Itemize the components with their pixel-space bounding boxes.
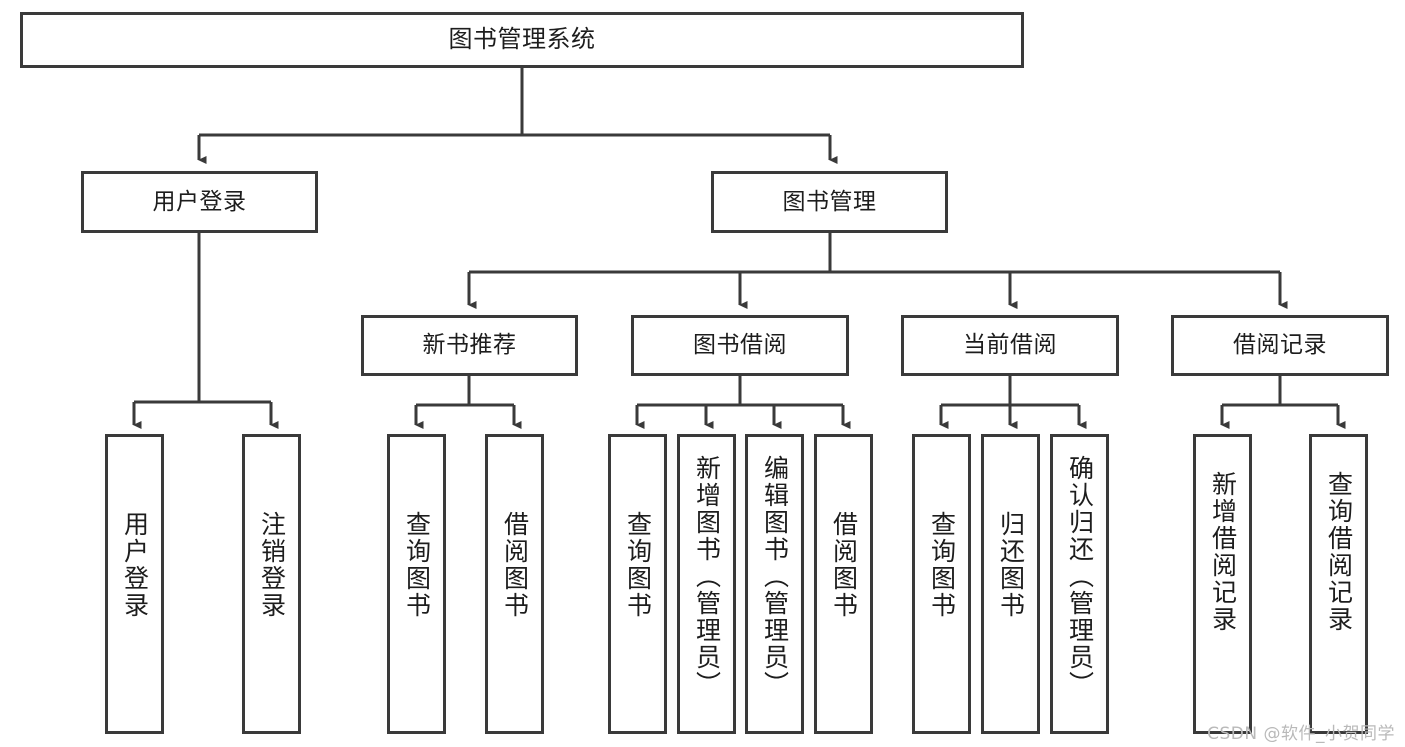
leaf-borrow-add-book-admin[interactable]: 新增图书（管理员） bbox=[677, 434, 736, 734]
leaf-records-add-record[interactable]: 新增借阅记录 bbox=[1193, 434, 1252, 734]
node-user-login[interactable]: 用户登录 bbox=[81, 171, 318, 233]
leaf-records-query-record[interactable]: 查询借阅记录 bbox=[1309, 434, 1368, 734]
leaf-label: 查询图书 bbox=[402, 511, 432, 619]
watermark-text: CSDN @软件_小贺同学 bbox=[1207, 724, 1395, 744]
leaf-label: 查询图书 bbox=[623, 511, 653, 619]
node-book-management[interactable]: 图书管理 bbox=[711, 171, 948, 233]
node-label: 当前借阅 bbox=[963, 332, 1057, 359]
node-label: 借阅记录 bbox=[1233, 332, 1327, 359]
leaf-label: 查询图书 bbox=[927, 511, 957, 619]
leaf-label: 查询借阅记录 bbox=[1324, 471, 1354, 633]
leaf-user-login[interactable]: 用户登录 bbox=[105, 434, 164, 734]
node-label: 新书推荐 bbox=[422, 332, 517, 359]
leaf-recommend-query-book[interactable]: 查询图书 bbox=[387, 434, 446, 734]
node-label: 图书借阅 bbox=[693, 332, 787, 359]
node-root-system[interactable]: 图书管理系统 bbox=[20, 12, 1024, 68]
node-current-borrow[interactable]: 当前借阅 bbox=[901, 315, 1119, 376]
leaf-label: 借阅图书 bbox=[829, 511, 859, 619]
node-label: 图书管理 bbox=[782, 188, 877, 215]
leaf-label: 用户登录 bbox=[120, 511, 150, 619]
leaf-label: 借阅图书 bbox=[500, 511, 530, 619]
leaf-current-return-book[interactable]: 归还图书 bbox=[981, 434, 1040, 734]
leaf-user-logout[interactable]: 注销登录 bbox=[242, 434, 301, 734]
leaf-label: 确认归还（管理员） bbox=[1065, 455, 1095, 698]
leaf-borrow-query-book[interactable]: 查询图书 bbox=[608, 434, 667, 734]
leaf-recommend-borrow-book[interactable]: 借阅图书 bbox=[485, 434, 544, 734]
leaf-current-confirm-return-admin[interactable]: 确认归还（管理员） bbox=[1050, 434, 1109, 734]
node-borrow-records[interactable]: 借阅记录 bbox=[1171, 315, 1389, 376]
leaf-current-query-book[interactable]: 查询图书 bbox=[912, 434, 971, 734]
leaf-label: 新增借阅记录 bbox=[1208, 471, 1238, 633]
leaf-label: 新增图书（管理员） bbox=[692, 455, 722, 698]
leaf-label: 注销登录 bbox=[257, 511, 287, 619]
leaf-borrow-borrow-book[interactable]: 借阅图书 bbox=[814, 434, 873, 734]
leaf-borrow-edit-book-admin[interactable]: 编辑图书（管理员） bbox=[745, 434, 804, 734]
node-new-book-recommend[interactable]: 新书推荐 bbox=[361, 315, 578, 376]
node-label: 用户登录 bbox=[152, 188, 247, 215]
leaf-label: 编辑图书（管理员） bbox=[760, 455, 790, 698]
leaf-label: 归还图书 bbox=[996, 511, 1026, 619]
node-book-borrow[interactable]: 图书借阅 bbox=[631, 315, 849, 376]
node-label: 图书管理系统 bbox=[448, 25, 596, 54]
